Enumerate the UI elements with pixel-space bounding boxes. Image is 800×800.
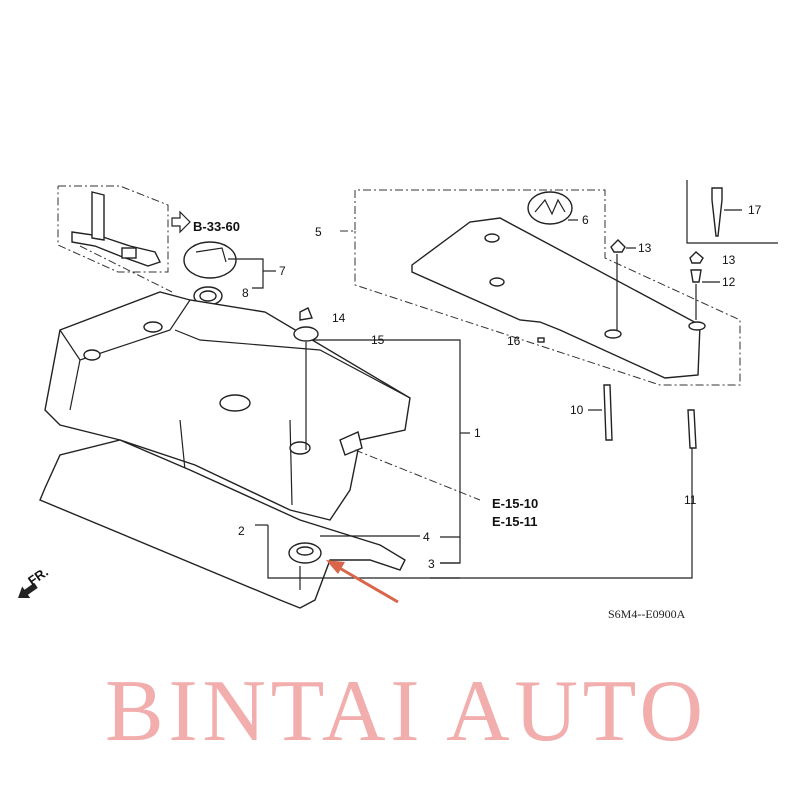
cylinder-head-cover <box>44 291 481 521</box>
callout-14: 14 <box>332 311 346 325</box>
reference-e-15-10[interactable]: E-15-10 <box>492 496 538 511</box>
callout-7: 7 <box>279 264 286 278</box>
callout-16: 16 <box>507 334 521 348</box>
callout-13: 13 <box>722 253 736 267</box>
reference-arrow-icon <box>171 210 191 234</box>
callout-bracket-5 <box>340 189 741 386</box>
callout-13: 13 <box>638 241 652 255</box>
callout-12: 12 <box>722 275 736 289</box>
callout-bracket-1 <box>310 339 461 564</box>
engine-cover <box>411 191 706 379</box>
front-marker: FR. <box>25 564 51 588</box>
head-cover-gasket <box>39 439 406 609</box>
callout-2: 2 <box>238 524 245 538</box>
callout-17: 17 <box>748 203 762 217</box>
callout-10: 10 <box>570 403 584 417</box>
callout-1: 1 <box>474 426 481 440</box>
callout-6: 6 <box>582 213 589 227</box>
diagram-code: S6M4--E0900A <box>608 607 686 621</box>
callout-15: 15 <box>371 333 385 347</box>
watermark: BINTAI AUTO <box>105 663 705 760</box>
grommet <box>293 307 319 450</box>
callout-3: 3 <box>428 557 435 571</box>
callout-5: 5 <box>315 225 322 239</box>
callout-4: 4 <box>423 530 430 544</box>
callout-11: 11 <box>684 493 697 507</box>
highlight-arrow-icon <box>326 560 399 604</box>
ignition-coil-group <box>57 185 173 293</box>
fasteners <box>430 180 778 579</box>
callout-8: 8 <box>242 286 249 300</box>
front-direction-arrow-icon <box>18 582 38 598</box>
reference-e-15-11[interactable]: E-15-11 <box>492 514 538 529</box>
reference-b-33-60[interactable]: B-33-60 <box>193 219 240 234</box>
